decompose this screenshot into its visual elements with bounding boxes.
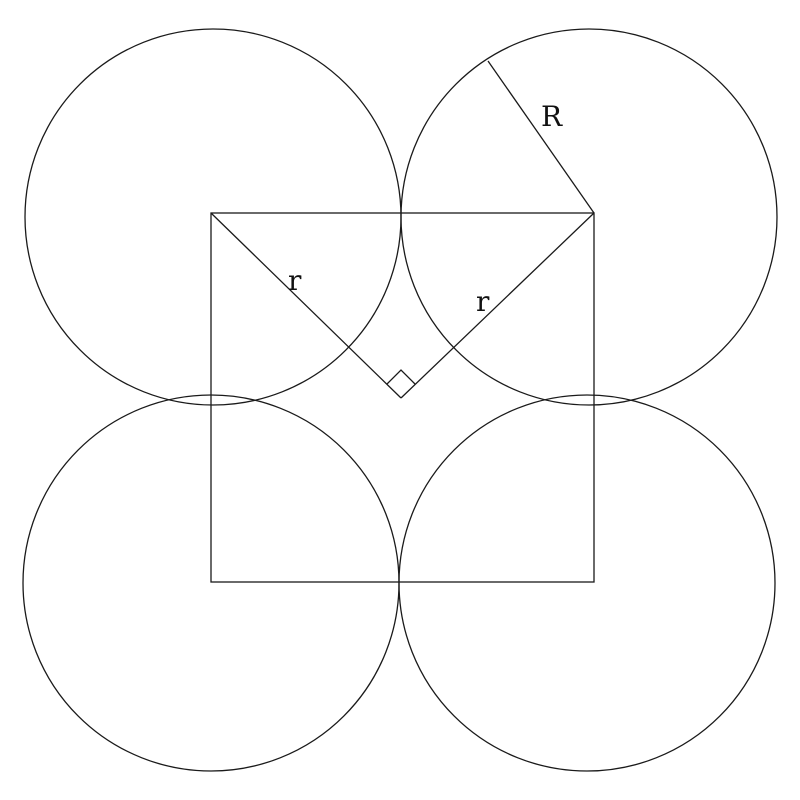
circle-top-left: [24, 28, 402, 406]
radius-r-left-line: [210, 212, 402, 399]
circle-bottom-right: [398, 394, 776, 772]
label-R: R: [541, 100, 563, 133]
radius-R-line: [487, 60, 595, 214]
circle-top-right: [400, 28, 778, 406]
label-r-right: r: [476, 285, 490, 318]
central-square: [210, 212, 595, 583]
label-r-left: r: [288, 264, 302, 297]
right-angle-marker: [386, 369, 416, 385]
radius-r-right-line: [400, 212, 595, 399]
